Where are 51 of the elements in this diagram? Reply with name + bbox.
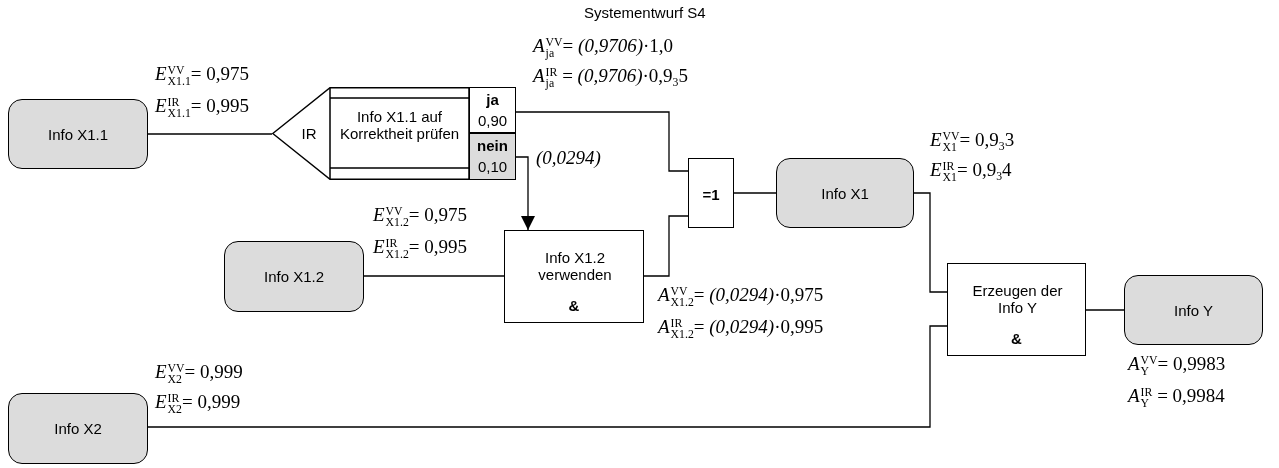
formula-label: A$^{IR}$$_{ja}$ = (0,9706)·0,9$_{3}$5 (533, 64, 688, 92)
node-label: Info X2 (54, 420, 102, 437)
formula-label: E$^{VV}$$_{X1.2}$= 0,975 (373, 203, 468, 228)
formula-label: A$^{VV}$$_{ja}$= (0,9706)·1,0 (533, 34, 674, 59)
formula-label: E$^{VV}$$_{X2}$= 0,999 (155, 360, 243, 385)
node-label: Info Y (1174, 301, 1213, 319)
info-box (1124, 275, 1263, 345)
process-box (947, 263, 1086, 356)
info-box (8, 99, 148, 169)
xor-gate-box (688, 158, 734, 228)
formula-label: A$^{VV}$$_{X1.2}$= (0,0294)·0,975 (658, 283, 824, 308)
arrow (515, 156, 535, 231)
formula-label: E$^{IR}$$_{X1.2}$= 0,995 (373, 235, 468, 260)
formula-label: E$^{VV}$$_{X1}$= 0,9$_{3}$3 (930, 128, 1015, 156)
process-label: Info X1.1 auf Korrektheit prüfen (338, 108, 461, 142)
formula-label: A$^{IR}$$_{X1.2}$= (0,0294)·0,995 (658, 315, 824, 340)
formula-label: E$^{IR}$$_{X1.1}$= 0,995 (155, 94, 250, 119)
formula-label: E$^{IR}$$_{X2}$= 0,999 (155, 390, 241, 415)
probability-value: 0,10 (476, 158, 509, 175)
process-box (504, 230, 644, 323)
connector-line (515, 111, 689, 172)
probability-value: 0,90 (476, 112, 509, 129)
formula-label: E$^{VV}$$_{X1.1}$= 0,975 (155, 62, 250, 87)
connector-line (1085, 309, 1125, 311)
triangle-label: IR (300, 124, 318, 142)
info-box (776, 158, 914, 228)
node-label: Info X1 (821, 184, 869, 202)
connector-line (363, 275, 505, 277)
process-label: Erzeugen der Info Y (971, 282, 1064, 316)
diagram-title: Systementwurf S4 (584, 4, 706, 21)
outcome-label: nein (476, 137, 509, 154)
connector-line (643, 215, 689, 277)
outcome-cell (469, 133, 516, 180)
formula-label: A$^{IR}$$_{Y}$ = 0,9984 (1128, 384, 1225, 409)
and-symbol: & (567, 297, 581, 314)
connector-line (733, 192, 777, 194)
info-box (8, 393, 148, 464)
connector-line (913, 192, 948, 293)
formula-label: E$^{IR}$$_{X1}$= 0,9$_{3}$4 (930, 158, 1012, 186)
and-symbol: & (1010, 330, 1023, 347)
formula-label: A$^{VV}$$_{Y}$= 0,9983 (1128, 352, 1226, 377)
gate-symbol: =1 (701, 186, 721, 203)
connector-line (147, 133, 273, 135)
check-process-block (272, 87, 469, 180)
process-label: Info X1.2 verwenden (537, 249, 613, 283)
info-box (224, 241, 364, 312)
connector-line (147, 325, 948, 428)
outcome-cell (469, 87, 516, 133)
node-label: Info X1.2 (263, 268, 324, 285)
node-label: Info X1.1 (47, 125, 108, 143)
outcome-label: ja (485, 91, 500, 108)
